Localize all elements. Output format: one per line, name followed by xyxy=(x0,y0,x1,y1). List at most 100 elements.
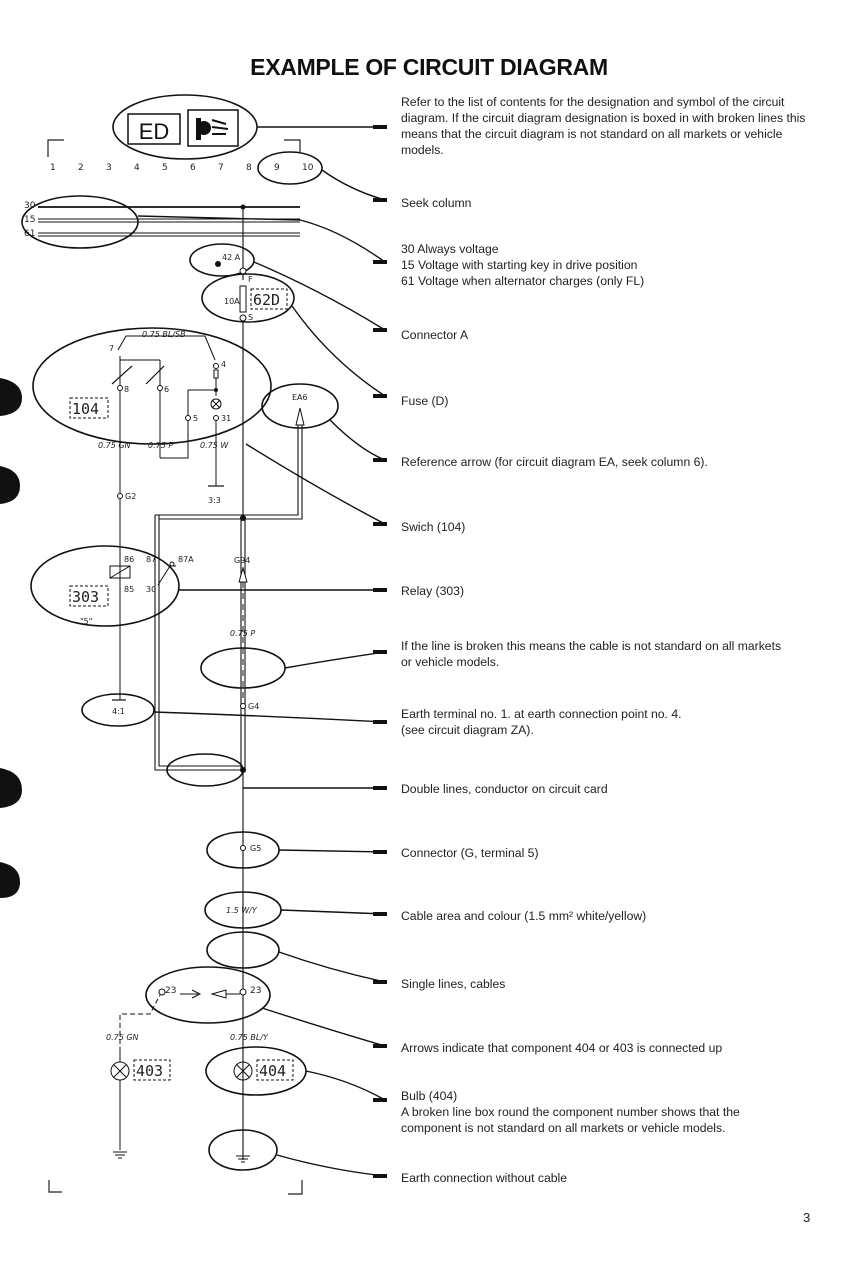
rail-label-61: 61 xyxy=(24,229,35,239)
leader-line-17 xyxy=(276,1154,386,1177)
seek-column-2: 2 xyxy=(78,163,84,173)
leader-line-3 xyxy=(137,215,386,263)
svg-text:7: 7 xyxy=(109,344,114,353)
svg-text:23: 23 xyxy=(250,986,261,996)
note-4: Connector A xyxy=(401,327,831,343)
designation-code: ED xyxy=(139,119,170,144)
note-line: A broken line box round the component nu… xyxy=(401,1105,740,1119)
leader-line-10 xyxy=(153,711,386,723)
leader-line-9 xyxy=(284,651,386,669)
seek-column-8: 8 xyxy=(246,163,252,173)
svg-text:0.75 BL/Y: 0.75 BL/Y xyxy=(230,1033,269,1042)
svg-text:5: 5 xyxy=(193,414,198,423)
svg-text:G4: G4 xyxy=(248,702,259,711)
leader-line-4 xyxy=(253,261,386,331)
leader-line-6 xyxy=(329,419,386,461)
svg-text:G94: G94 xyxy=(234,556,250,565)
note-16: Bulb (404) A broken line box round the co… xyxy=(401,1088,831,1136)
note-13: Cable area and colour (1.5 mm² white/yel… xyxy=(401,908,831,924)
note-line: Seek column xyxy=(401,196,472,210)
svg-text:0.75 GN: 0.75 GN xyxy=(106,1033,139,1042)
note-11: Double lines, conductor on circuit card xyxy=(401,781,831,797)
leader-line-16 xyxy=(305,1070,386,1101)
svg-text:85: 85 xyxy=(124,585,134,594)
svg-text:404: 404 xyxy=(259,1062,286,1080)
note-line: Refer to the list of contents for the de… xyxy=(401,95,785,109)
headlight-symbol-icon xyxy=(196,118,229,140)
designation-callout: ED xyxy=(112,94,258,160)
svg-text:0.75 P: 0.75 P xyxy=(230,629,255,638)
leader-line-12 xyxy=(278,849,386,853)
svg-text:30: 30 xyxy=(146,585,156,594)
seek-column-3: 3 xyxy=(106,163,112,173)
note-1: Refer to the list of contents for the de… xyxy=(401,94,831,158)
note-line: Connector (G, terminal 5) xyxy=(401,846,539,860)
note-8: Relay (303) xyxy=(401,583,831,599)
note-line: Swich (104) xyxy=(401,520,466,534)
note-line: 30 Always voltage xyxy=(401,242,499,256)
single-lines-callout xyxy=(206,931,280,969)
note-line: or vehicle models. xyxy=(401,655,500,669)
note-line: 15 Voltage with starting key in drive po… xyxy=(401,258,638,272)
svg-text:1.5 W/Y: 1.5 W/Y xyxy=(226,906,258,915)
rails: 30 15 61 xyxy=(21,195,300,249)
svg-text:EA6: EA6 xyxy=(292,393,308,402)
note-line: Arrows indicate that component 404 or 40… xyxy=(401,1041,723,1055)
note-line: Bulb (404) xyxy=(401,1089,458,1103)
svg-text:S: S xyxy=(248,313,253,322)
svg-text:23: 23 xyxy=(165,986,176,996)
svg-text:4: 4 xyxy=(221,360,226,369)
svg-text:10A: 10A xyxy=(224,297,240,306)
note-5: Fuse (D) xyxy=(401,393,831,409)
note-line: Connector A xyxy=(401,328,469,342)
svg-text:"5": "5" xyxy=(80,617,92,626)
svg-text:4:1: 4:1 xyxy=(112,707,125,716)
main-wiring xyxy=(154,207,303,1160)
note-12: Connector (G, terminal 5) xyxy=(401,845,831,861)
leader-line-7 xyxy=(245,443,386,525)
note-line: Relay (303) xyxy=(401,584,464,598)
svg-text:G2: G2 xyxy=(125,492,136,501)
svg-text:62D: 62D xyxy=(253,291,280,309)
note-15: Arrows indicate that component 404 or 40… xyxy=(401,1040,831,1056)
svg-text:G5: G5 xyxy=(250,844,261,853)
leader-line-15 xyxy=(261,1007,386,1047)
svg-text:87A: 87A xyxy=(178,555,194,564)
leader-line-5 xyxy=(291,305,386,397)
svg-text:8: 8 xyxy=(124,385,129,394)
note-14: Single lines, cables xyxy=(401,976,831,992)
note-line: Earth terminal no. 1. at earth connectio… xyxy=(401,707,682,721)
binding-holes xyxy=(0,378,22,898)
note-line: Fuse (D) xyxy=(401,394,449,408)
svg-text:303: 303 xyxy=(72,588,99,606)
svg-text:0.75 P: 0.75 P xyxy=(148,441,173,450)
note-2: Seek column xyxy=(401,195,831,211)
seek-column-7: 7 xyxy=(218,163,224,173)
seek-column-callout xyxy=(257,151,323,185)
note-7: Swich (104) xyxy=(401,519,831,535)
svg-text:87: 87 xyxy=(146,555,156,564)
seek-column-10: 10 xyxy=(302,163,314,173)
note-6: Reference arrow (for circuit diagram EA,… xyxy=(401,454,831,470)
note-line: Single lines, cables xyxy=(401,977,506,991)
seek-column-6: 6 xyxy=(190,163,196,173)
page-title: EXAMPLE OF CIRCUIT DIAGRAM xyxy=(250,54,608,80)
svg-text:F: F xyxy=(248,275,253,284)
svg-text:31: 31 xyxy=(221,414,231,423)
connector-g94: G94 0.75 P xyxy=(200,556,286,700)
page-number: 3 xyxy=(803,1210,811,1225)
note-line: (see circuit diagram ZA). xyxy=(401,723,534,737)
svg-text:42 A: 42 A xyxy=(222,253,241,262)
rail-label-15: 15 xyxy=(24,215,35,225)
note-line: Earth connection without cable xyxy=(401,1171,567,1185)
corner-marks xyxy=(47,139,303,1195)
connector-a-fuse: 42 A F 10A 62D S xyxy=(189,243,295,323)
svg-text:0.75 GN: 0.75 GN xyxy=(98,441,131,450)
earth-4-1: 4:1 G4 xyxy=(81,693,259,727)
leader-lines xyxy=(137,125,387,1178)
relay-303: G2 86 87 87A 85 30 303 "5" xyxy=(30,440,194,700)
note-17: Earth connection without cable xyxy=(401,1170,831,1186)
